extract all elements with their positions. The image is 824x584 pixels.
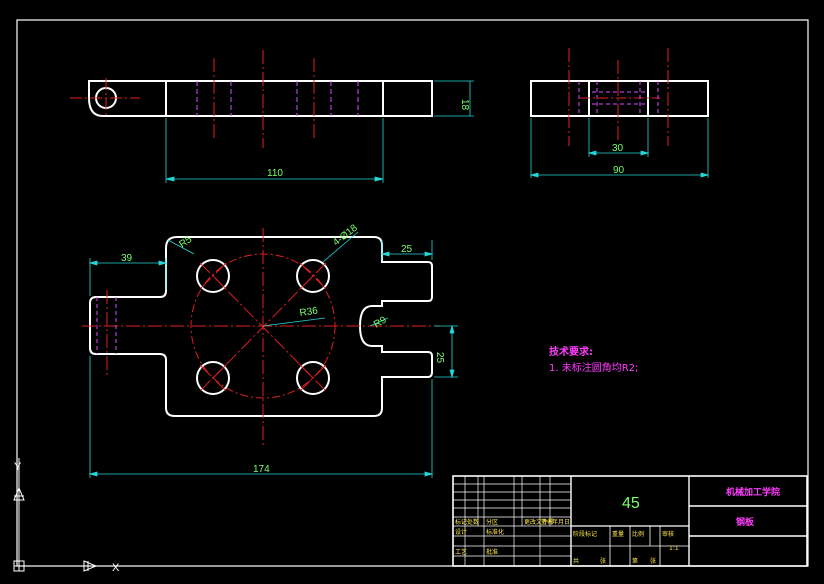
title-block-label: 分区 bbox=[486, 518, 498, 526]
notes-heading: 技术要求: bbox=[549, 345, 593, 358]
title-block-label: 比例 bbox=[632, 530, 644, 538]
title-block-label: 张 bbox=[650, 557, 656, 565]
dim-slot-offset: 25 bbox=[434, 352, 445, 364]
dim-overall-length: 174 bbox=[253, 464, 270, 475]
dim-holes: 4-Ø18 bbox=[331, 222, 360, 248]
ucs-y-label: Y bbox=[14, 461, 22, 473]
side-view: 30 90 bbox=[529, 48, 710, 178]
title-block bbox=[452, 475, 808, 567]
title-part-name: 钢板 bbox=[736, 516, 755, 528]
title-block-label: 设计 bbox=[455, 528, 467, 536]
title-material: 45 bbox=[622, 495, 640, 512]
dim-side-width: 90 bbox=[613, 165, 625, 176]
ucs-icon bbox=[13, 458, 112, 572]
title-block-label: 批准 bbox=[486, 548, 498, 556]
dim-top-length: 110 bbox=[267, 168, 283, 179]
title-block-label: 共 bbox=[573, 557, 579, 565]
title-block-label: 标准化 bbox=[486, 528, 504, 536]
title-block-label: 签名 bbox=[541, 518, 553, 526]
hole-top-right bbox=[296, 259, 330, 293]
title-block-label: 第 bbox=[632, 557, 638, 565]
front-view: 18 110 bbox=[70, 50, 474, 183]
title-block-label: 处数 bbox=[467, 518, 479, 526]
dim-slot-radius: R9 bbox=[372, 314, 389, 330]
title-block-label: 更改文件号 bbox=[524, 518, 554, 526]
title-school: 机械加工学院 bbox=[726, 486, 780, 498]
title-block-label: 标记 bbox=[455, 518, 467, 526]
title-block-label: 审核 bbox=[662, 530, 674, 538]
dim-side-inner: 30 bbox=[612, 143, 624, 154]
dim-left-offset: 39 bbox=[121, 253, 133, 264]
title-scale: 1:1 bbox=[669, 545, 679, 552]
dim-bolt-circle: R36 bbox=[299, 305, 319, 319]
hole-top-left bbox=[196, 259, 230, 293]
title-block-label: 重量 bbox=[612, 530, 624, 538]
ucs-x-label: X bbox=[112, 562, 120, 574]
dim-right-tab: 25 bbox=[401, 244, 413, 255]
drawing-frame bbox=[16, 19, 809, 567]
plan-view: 39 25 R5 4-Ø18 R36 R9 25 174 bbox=[82, 222, 458, 478]
title-block-label: 张 bbox=[600, 557, 606, 565]
title-block-labels: 标记处数分区 更改文件号签名年月日设计 标准化 阶段标记 重量比例 审核工艺 批准共 张 第 张 bbox=[455, 518, 674, 565]
title-block-label: 阶段标记 bbox=[573, 530, 597, 538]
notes-item-1: 1. 未标注圆角均R2; bbox=[549, 361, 638, 374]
hole-bottom-left bbox=[196, 361, 230, 395]
title-block-label: 工艺 bbox=[455, 548, 467, 556]
hole-bottom-right bbox=[296, 361, 330, 395]
title-block-label: 年月日 bbox=[552, 518, 570, 526]
dim-top-height: 18 bbox=[459, 99, 470, 111]
